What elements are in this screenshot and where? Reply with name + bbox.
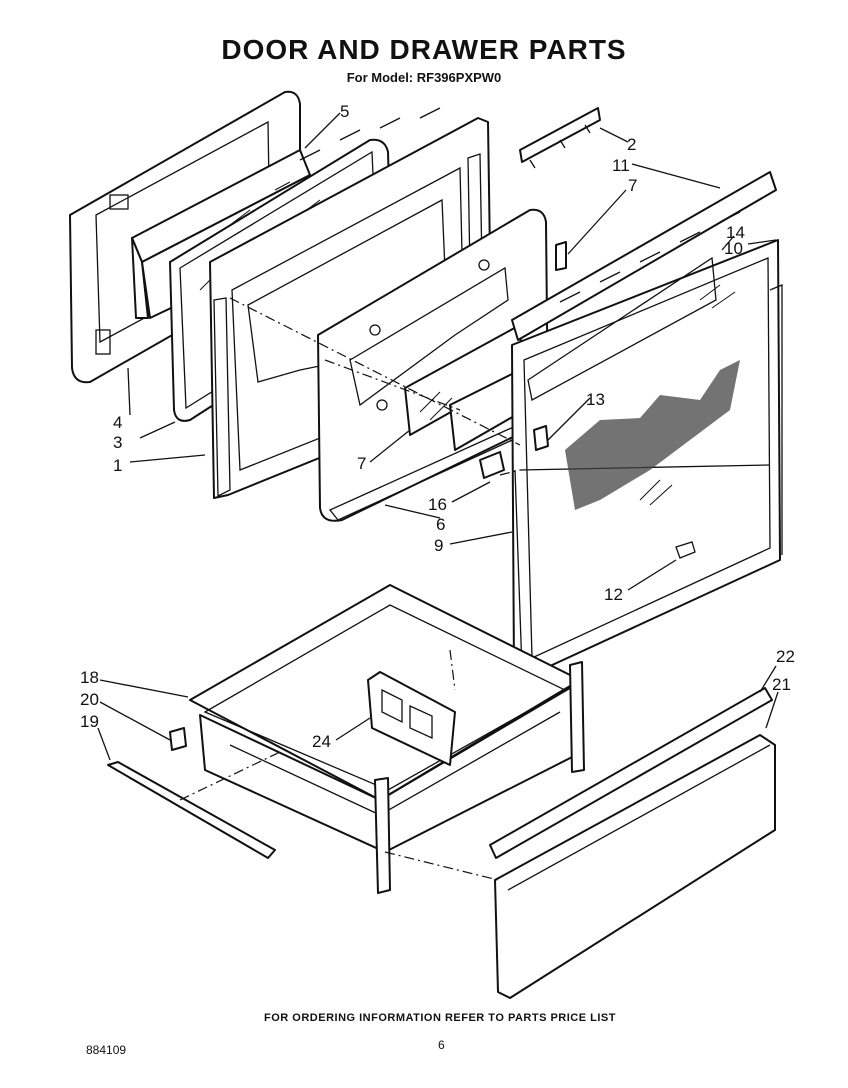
page-title: DOOR AND DRAWER PARTS: [221, 34, 627, 65]
callout-11: 11: [612, 156, 630, 175]
callout-2: 2: [627, 135, 636, 154]
page-number: 6: [438, 1038, 445, 1052]
part-22-drawer-trim: [489, 687, 773, 859]
part-16-latch: [479, 451, 505, 479]
part-9-outer-door-panel: [511, 239, 783, 679]
callout-13: 13: [586, 390, 605, 409]
part-21-drawer-front: [494, 734, 776, 999]
callout-8: 7: [628, 176, 637, 195]
callout-22: 22: [776, 647, 795, 666]
part-8-clip: [555, 241, 567, 271]
callout-4: 4: [113, 413, 122, 432]
drawer-side-rails: [374, 661, 585, 894]
callout-3: 3: [113, 433, 122, 452]
part-20-slide-clip: [169, 727, 187, 751]
callout-20: 20: [80, 690, 99, 709]
callout-21: 21: [772, 675, 791, 694]
callout-9: 9: [434, 536, 443, 555]
callout-6: 6: [436, 515, 445, 534]
document-number: 884109: [86, 1043, 127, 1057]
callout-14: 14: [726, 223, 745, 242]
part-19-slide-rail: [107, 761, 276, 859]
callout-10: 10: [724, 239, 743, 258]
part-13-bracket: [533, 425, 549, 451]
callout-labels: 5 2 11 7 14 10 4 3 1 13 7 16 6 9 12 22 2…: [80, 102, 795, 751]
ordering-note: FOR ORDERING INFORMATION REFER TO PARTS …: [264, 1012, 616, 1024]
part-24-drawer-insert: [367, 671, 456, 766]
model-subtitle: For Model: RF396PXPW0: [346, 70, 502, 85]
callout-24: 24: [312, 732, 331, 751]
callout-5: 5: [340, 102, 349, 121]
alignment-lines: [179, 297, 521, 881]
callout-1: 1: [113, 456, 122, 475]
callout-7: 7: [357, 454, 366, 473]
part-11-top-trim: [511, 171, 777, 341]
leader-lines: [97, 112, 779, 761]
callout-18: 18: [80, 668, 99, 687]
part-6-door-liner: [317, 208, 549, 522]
callout-19: 19: [80, 712, 99, 731]
part-2-trim: [519, 107, 601, 169]
callout-16: 16: [428, 495, 447, 514]
callout-12: 12: [604, 585, 623, 604]
